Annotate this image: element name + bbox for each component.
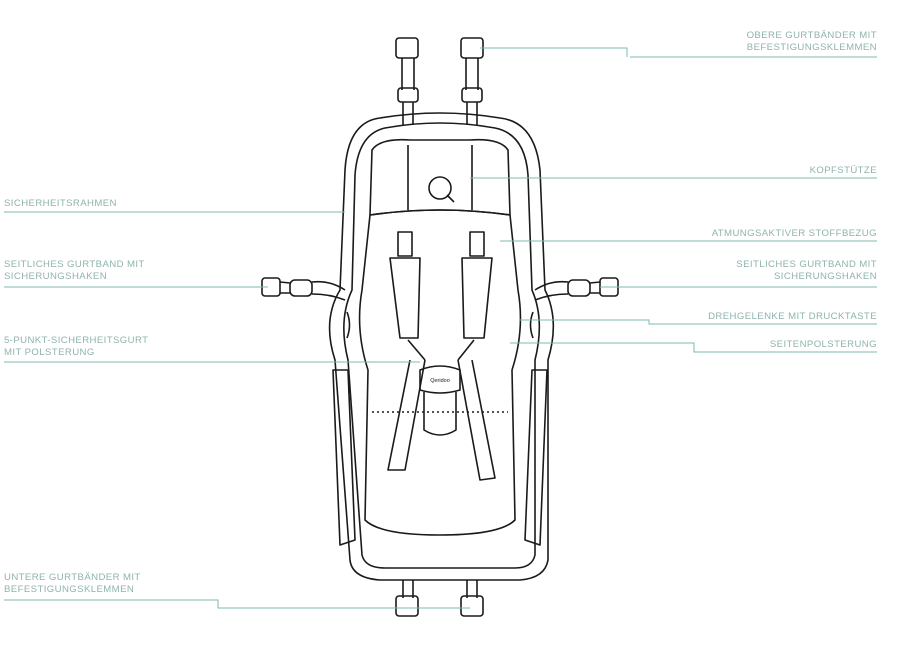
safety-frame	[328, 112, 555, 581]
label-line: BEFESTIGUNGSKLEMMEN	[746, 41, 877, 53]
buckle-brand-text: Qeridoo	[430, 378, 450, 384]
label-line: 5-PUNKT-SICHERHEITSGURT	[4, 335, 149, 346]
side-padding	[332, 369, 548, 546]
label-safety-frame: SICHERHEITSRAHMEN	[4, 198, 117, 209]
side-strap-left	[261, 277, 346, 301]
lower-strap-left	[395, 580, 419, 617]
upper-strap-right	[460, 37, 484, 125]
upper-strap-left	[395, 37, 419, 125]
label-line: MIT POLSTERUNG	[4, 346, 95, 358]
side-strap-right	[534, 277, 619, 301]
label-headrest: KOPFSTÜTZE	[809, 165, 877, 176]
swivel-joints	[346, 311, 534, 339]
label-line: SEITLICHES GURTBAND MIT	[4, 259, 145, 270]
leader-upper-straps	[480, 47, 877, 58]
harness	[387, 231, 496, 481]
label-line: SICHERUNGSHAKEN	[773, 270, 877, 282]
label-line: SEITLICHES GURTBAND MIT	[736, 259, 877, 270]
leader-side-padding	[510, 342, 877, 353]
lower-strap-right	[460, 580, 484, 617]
label-fabric-cover: ATMUNGSAKTIVER STOFFBEZUG	[711, 228, 877, 239]
leader-lower-straps	[4, 599, 470, 609]
label-line: SICHERUNGSHAKEN	[4, 270, 108, 282]
label-side-padding: SEITENPOLSTERUNG	[769, 339, 877, 350]
seat-drawing	[261, 37, 619, 617]
fabric-cover	[358, 209, 522, 536]
label-line: UNTERE GURTBÄNDER MIT	[4, 572, 141, 583]
leader-swivel	[520, 319, 877, 325]
leader-lines	[4, 47, 877, 609]
label-line: OBERE GURTBÄNDER MIT	[746, 30, 877, 41]
label-swivel-joints: DREHGELENKE MIT DRUCKTASTE	[708, 311, 877, 322]
label-line: BEFESTIGUNGSKLEMMEN	[4, 583, 135, 595]
